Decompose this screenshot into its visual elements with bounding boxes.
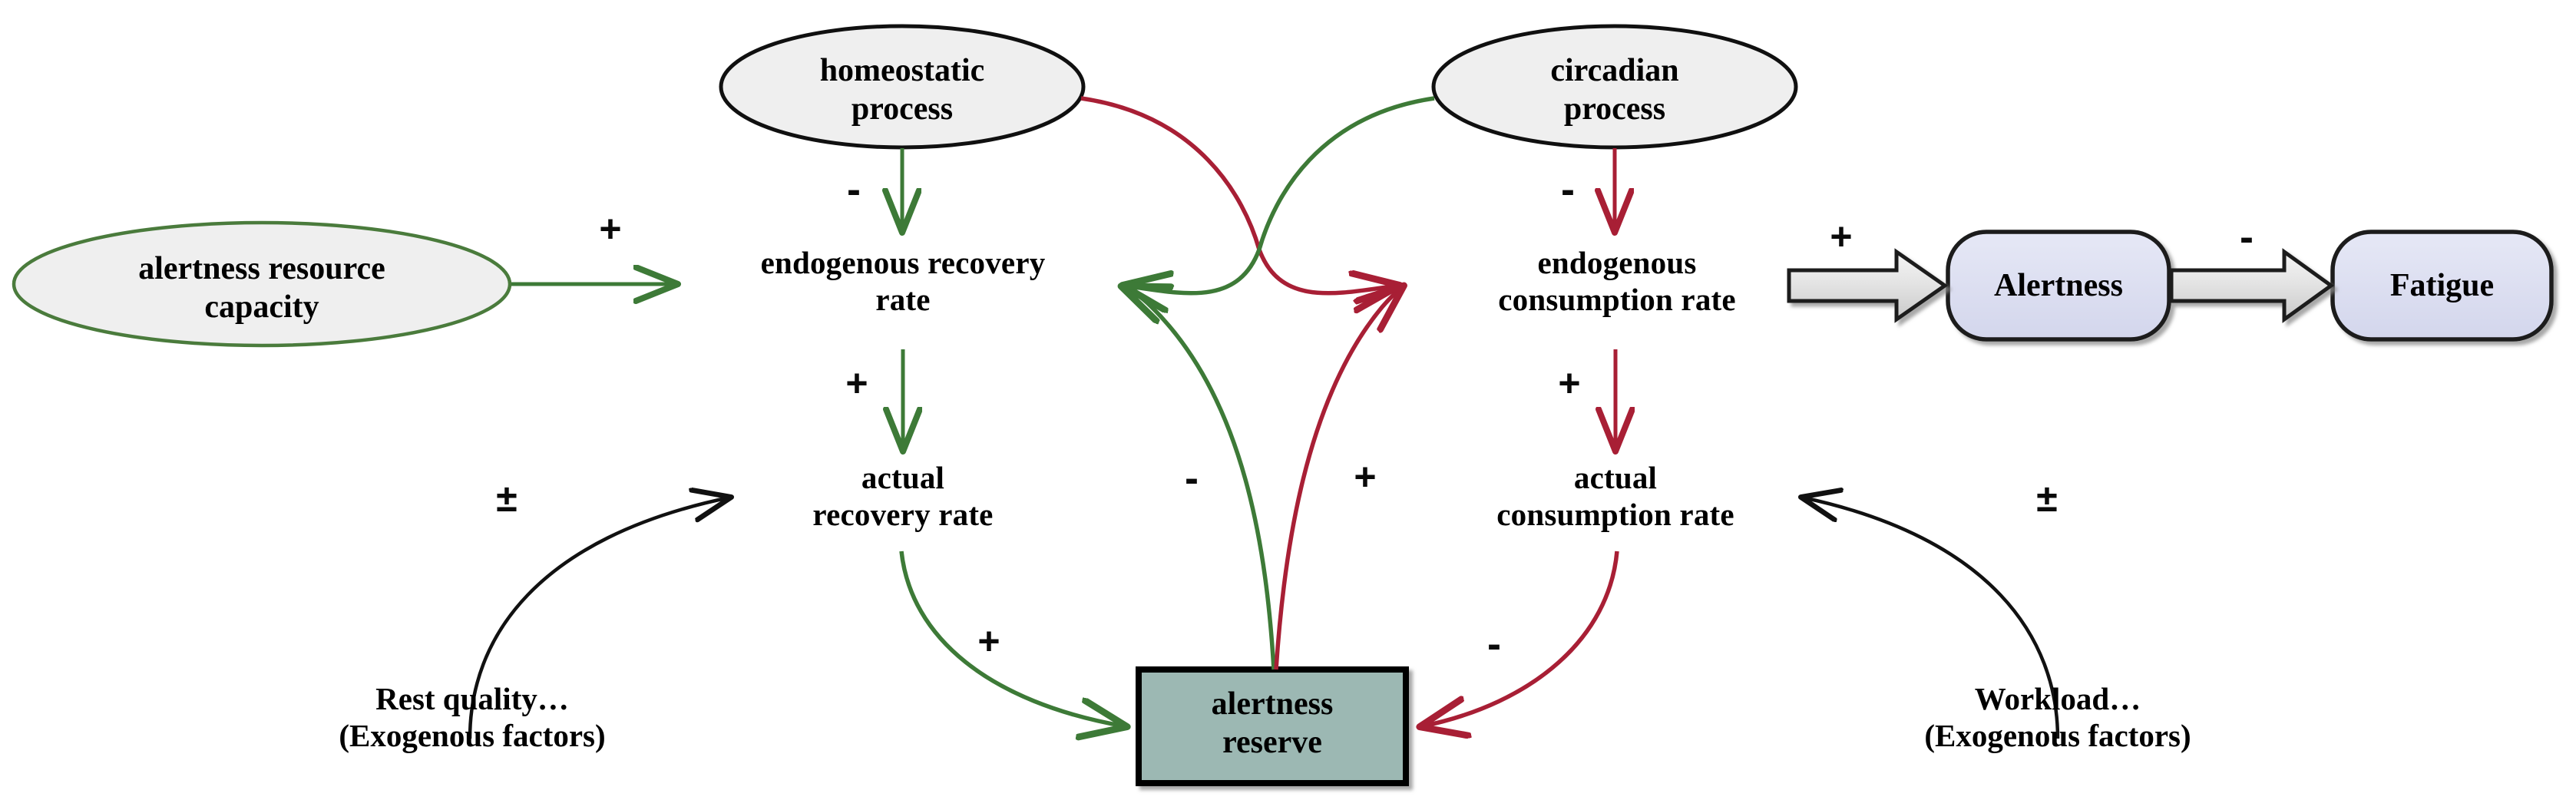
node-alertness-reserve[interactable] bbox=[1136, 666, 1409, 786]
node-alertness-resource-capacity[interactable] bbox=[12, 220, 512, 348]
node-circadian-process[interactable] bbox=[1431, 24, 1798, 150]
node-homeostatic-process[interactable] bbox=[719, 24, 1086, 150]
edge-alertness-to-fatigue bbox=[2169, 248, 2335, 323]
node-alertness[interactable] bbox=[1946, 230, 2171, 342]
edge-actual-recovery-to-reserve bbox=[899, 550, 1125, 726]
edge-rest-quality-to-actual-recovery bbox=[468, 498, 729, 739]
edge-reserve-to-endogenous-recovery bbox=[1123, 287, 1276, 670]
edge-circadian-to-endogenous-recovery bbox=[1125, 96, 1435, 293]
edge-actual-consumption-to-reserve bbox=[1422, 550, 1619, 726]
edge-reserve-to-alertness bbox=[1787, 248, 1949, 323]
edge-homeostatic-to-endogenous-consumption bbox=[1080, 96, 1397, 293]
node-fatigue[interactable] bbox=[2330, 230, 2554, 342]
edge-reserve-to-endogenous-consumption bbox=[1274, 287, 1402, 670]
edge-workload-to-actual-consumption bbox=[1803, 498, 2060, 739]
